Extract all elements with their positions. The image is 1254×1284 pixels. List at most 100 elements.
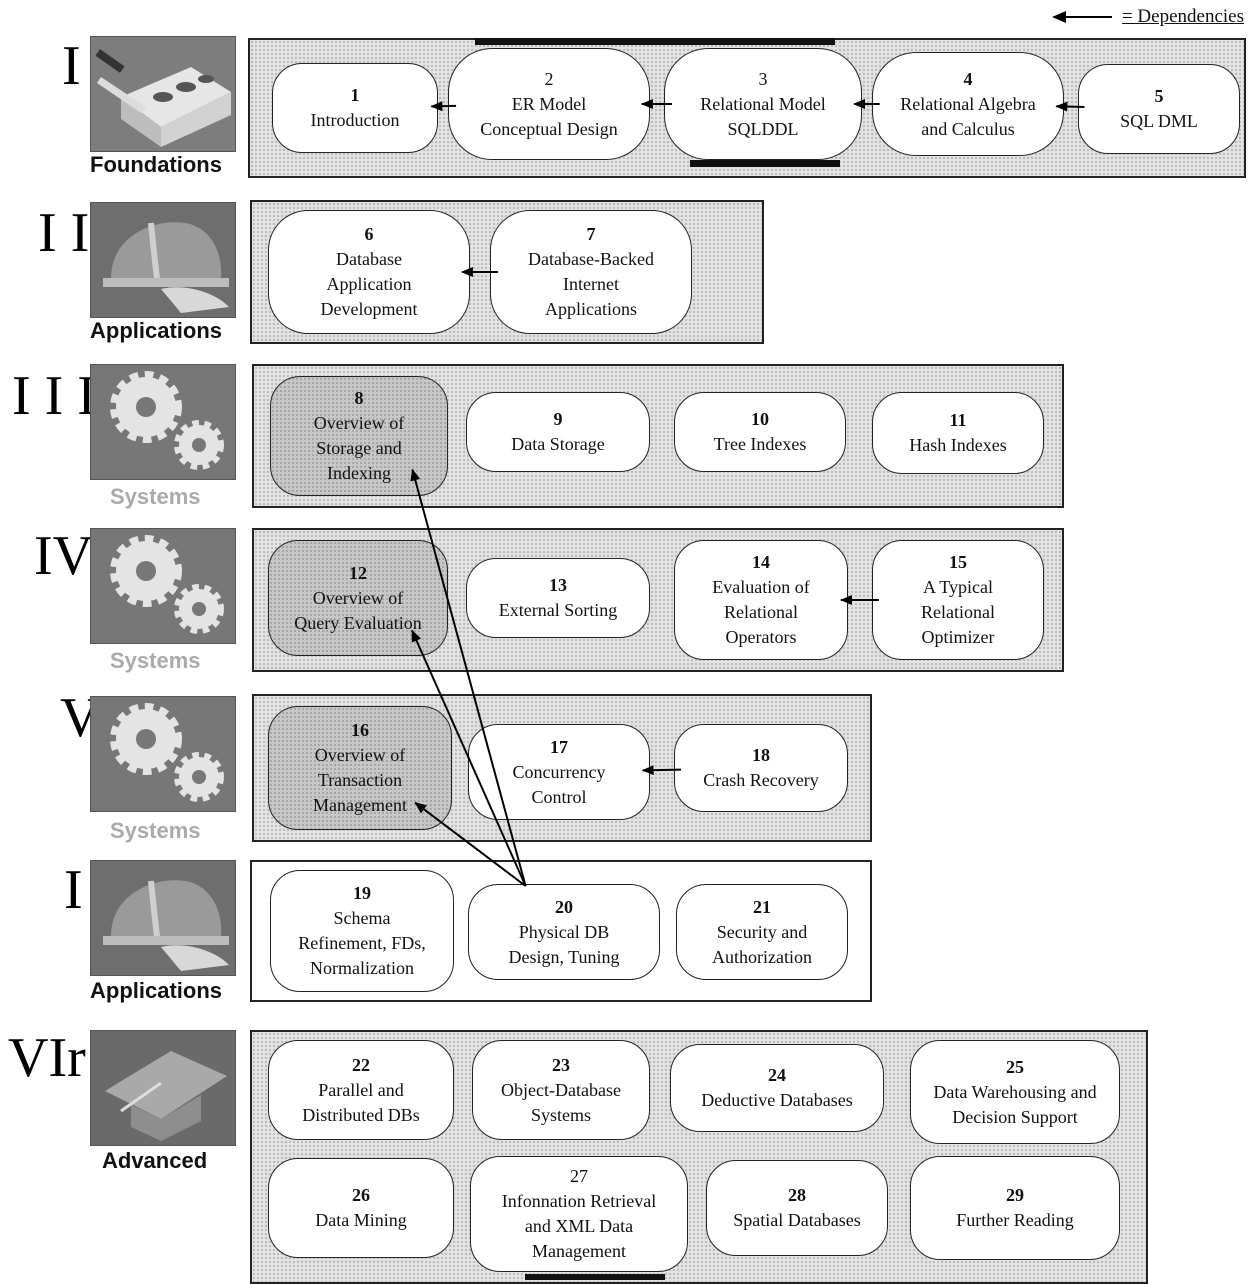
legend: = Dependencies	[1051, 6, 1244, 28]
chapter-title-line: Crash Recovery	[703, 770, 819, 790]
legend-label: = Dependencies	[1121, 6, 1244, 27]
chapter-title-line: Operators	[725, 627, 797, 647]
chapter-number: 20	[555, 896, 573, 917]
part-numeral: IV	[34, 525, 94, 587]
divider-bar	[475, 38, 835, 45]
chapter-title-line: Decision Support	[952, 1106, 1078, 1127]
chapter-number: 27	[570, 1166, 588, 1186]
part-numeral: I I I	[12, 365, 96, 427]
chapter-number: 7	[586, 224, 596, 244]
graduation-cap-icon	[90, 1030, 236, 1146]
chapter-title-line: Storage and	[316, 438, 402, 458]
chapter-title-line: Data Storage	[511, 434, 605, 454]
chapter-number: 2	[544, 68, 554, 89]
chapter-title-line: SQLDDL	[727, 118, 799, 139]
chapter-title-line: Refinement, FDs,	[298, 933, 426, 953]
chapter-title-line: Data Mining	[315, 1210, 407, 1230]
chapter-number: 18	[752, 745, 770, 765]
chapter-title-line: Database	[336, 249, 402, 269]
chapter-title-line: Database-Backed	[528, 249, 654, 269]
chapter-title-line: and Calculus	[921, 118, 1015, 139]
chapter-number: 25	[1006, 1056, 1024, 1077]
chapter-number: 3	[758, 68, 768, 89]
chapter-title-line: Normalization	[310, 958, 414, 978]
chapter-title-line: Management	[532, 1241, 626, 1261]
chapter-title-line: Transaction	[317, 770, 403, 790]
chapter-title-line: Parallel and	[318, 1079, 404, 1100]
chapter-title-line: Design, Tuning	[508, 946, 620, 967]
hardhat-gloves-icon	[90, 860, 236, 976]
chapter-title-line: Overview of	[313, 413, 405, 433]
chapter-title-line: Schema	[333, 908, 391, 928]
gears-icon	[90, 696, 236, 812]
chapter-number: 14	[752, 552, 770, 572]
chapter-number: 13	[549, 575, 567, 595]
chapter-title-line: Distributed DBs	[302, 1104, 420, 1125]
chapter-number: 17	[550, 736, 568, 757]
chapter-title-line: Overview of	[314, 745, 406, 765]
part-numeral: I I	[38, 202, 90, 264]
chapter-title-line: Management	[313, 795, 407, 815]
chapter-title-line: Spatial Databases	[733, 1210, 861, 1230]
chapter-number: 22	[352, 1054, 370, 1075]
chapter-number: 12	[349, 562, 367, 583]
chapter-title-line: Security and	[716, 921, 808, 942]
chapter-title-line: Control	[531, 786, 587, 807]
chapter-number: 28	[788, 1185, 806, 1205]
part-numeral: I	[62, 35, 81, 97]
chapter-number: 9	[553, 409, 563, 429]
chapter-number: 1	[350, 85, 360, 105]
chapter-number: 16	[351, 720, 369, 740]
chapter-number: 6	[364, 224, 374, 244]
divider-bar	[525, 1274, 665, 1280]
chapter-title-line: Internet	[563, 274, 619, 294]
chapter-number: 26	[352, 1185, 370, 1205]
part-caption: Systems	[110, 484, 201, 509]
gears-icon	[90, 528, 236, 644]
part-caption: Systems	[110, 648, 201, 673]
chapter-number: 19	[353, 883, 371, 903]
chapter-title-line: Infonnation Retrieval	[501, 1191, 657, 1211]
chapter-title-line: Relational	[724, 602, 798, 622]
chapter-title-line: Relational Algebra	[900, 93, 1036, 114]
chapter-title-line: Development	[320, 299, 418, 319]
chapter-number: 24	[768, 1065, 786, 1085]
chapter-number: 11	[949, 410, 967, 430]
chapter-title-line: Optimizer	[921, 627, 995, 647]
chapter-title-line: Tree Indexes	[713, 434, 807, 454]
part-numeral: VIr	[8, 1027, 86, 1089]
part-caption: Foundations	[90, 152, 222, 177]
chapter-number: 8	[354, 388, 364, 408]
chapter-title-line: Application	[326, 274, 412, 294]
chapter-title-line: Authorization	[712, 946, 812, 967]
